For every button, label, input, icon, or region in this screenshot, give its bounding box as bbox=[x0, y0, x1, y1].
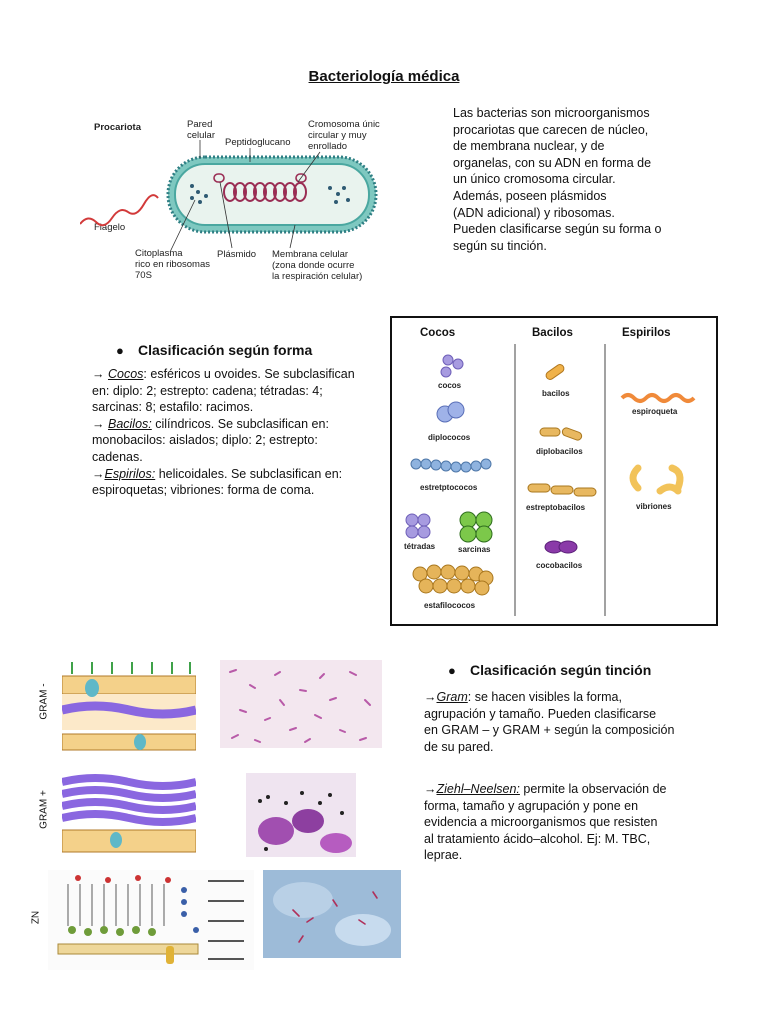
intro-line: Pueden clasificarse según su forma o bbox=[453, 222, 662, 237]
label-citoplasma-2: rico en ribosomas bbox=[135, 259, 210, 270]
zn-term: Ziehl–Neelsen: bbox=[436, 782, 520, 796]
label-pared-1: Pared bbox=[187, 119, 212, 130]
tincion-heading-text: Clasificación según tinción bbox=[470, 662, 652, 678]
zn-line: evidencia a microorganismos que resisten bbox=[424, 815, 658, 830]
zn-label-box: ZN bbox=[26, 880, 46, 960]
label-diplobacilos: diplobacilos bbox=[536, 447, 583, 456]
zn-line: al tratamiento ácido–alcohol. Ej: M. TBC… bbox=[424, 831, 651, 846]
cocos-line: sarcinas: 8; estafilo: racimos. bbox=[92, 400, 254, 415]
bacteria-shapes-figure: Cocos Bacilos Espirilos cocos diplococos… bbox=[390, 316, 718, 626]
gram-negative-micrograph bbox=[220, 660, 382, 748]
label-membrana-1: Membrana celular bbox=[272, 249, 348, 260]
label-espiroqueta: espiroqueta bbox=[632, 407, 678, 416]
espirilos-line: espiroquetas; vibriones: forma de coma. bbox=[92, 483, 315, 498]
flagellum-shape bbox=[80, 194, 159, 227]
gram-line: de su pared. bbox=[424, 739, 494, 754]
label-citoplasma-3: 70S bbox=[135, 270, 152, 281]
label-tetradas: tétradas bbox=[404, 542, 436, 551]
intro-line: (ADN adicional) y ribosomas. bbox=[453, 205, 615, 220]
label-cromosoma-3: enrollado bbox=[308, 141, 347, 152]
gram-line: agrupación y tamaño. Pueden clasificarse bbox=[424, 706, 657, 721]
espirilos-line: →Espirilos: helicoidales. Se subclasific… bbox=[92, 466, 343, 481]
intro-line: organelas, con su ADN en forma de bbox=[453, 155, 652, 170]
bullet-icon: ● bbox=[448, 663, 456, 678]
label-plasmido: Plásmido bbox=[217, 249, 256, 260]
espirilos-term: Espirilos: bbox=[104, 466, 156, 481]
intro-line: Las bacterias son microorganismos bbox=[453, 106, 650, 120]
zn-line: →Ziehl–Neelsen: permite la observación d… bbox=[424, 782, 667, 796]
plasmid-shape bbox=[295, 173, 307, 183]
zn-line: forma, tamaño y agrupación y pone en bbox=[424, 798, 639, 813]
gram-neg-label-box: GRAM - bbox=[34, 660, 58, 750]
label-cocobacilos: cocobacilos bbox=[536, 561, 583, 570]
bullet-icon: ● bbox=[116, 343, 124, 358]
label-cromosoma-2: circular y muy bbox=[308, 130, 367, 141]
intro-line: procariotas que carecen de núcleo, bbox=[453, 122, 649, 137]
gram-line: →Gram: se hacen visibles la forma, bbox=[424, 690, 622, 704]
gram-negative-wall-diagram bbox=[62, 662, 196, 751]
ziehl-neelsen-micrograph bbox=[263, 870, 401, 958]
gram-neg-label: GRAM - bbox=[38, 683, 50, 720]
label-diplococos: diplococos bbox=[428, 433, 471, 442]
ziehl-neelsen-wall-diagram bbox=[48, 870, 254, 970]
label-vibriones: vibriones bbox=[636, 502, 672, 511]
forma-heading: ● Clasificación según forma bbox=[116, 342, 312, 358]
cocos-line: → Cocos: esféricos u ovoides. Se subclas… bbox=[92, 367, 355, 381]
gram-positive-micrograph bbox=[246, 773, 356, 857]
header-cocos: Cocos bbox=[420, 327, 455, 339]
gram-line: en GRAM – y GRAM + según la composición bbox=[424, 723, 675, 738]
header-bacilos: Bacilos bbox=[532, 327, 573, 339]
label-cromosoma-1: Cromosoma único, bbox=[308, 119, 380, 130]
forma-text: → Cocos: esféricos u ovoides. Se subclas… bbox=[92, 366, 382, 499]
label-cocos: cocos bbox=[438, 381, 462, 390]
intro-line: de membrana nuclear, y de bbox=[453, 139, 605, 154]
label-peptidoglucano: Peptidoglucano bbox=[225, 137, 291, 148]
cocos-term: Cocos bbox=[107, 367, 144, 381]
label-bacilos: bacilos bbox=[542, 389, 570, 398]
bacilos-line: monobacilos: aislados; diplo: 2; estrept… bbox=[92, 433, 318, 448]
label-membrana-3: la respiración celular) bbox=[272, 271, 362, 282]
label-sarcinas: sarcinas bbox=[458, 545, 491, 554]
header-espirilos: Espirilos bbox=[622, 327, 671, 339]
label-flagelo: Flagelo bbox=[94, 222, 125, 233]
label-estreptococos: estretptococos bbox=[420, 483, 478, 492]
intro-line: Además, poseen plásmidos bbox=[453, 188, 607, 203]
prokaryote-diagram: Procariota Pared celular Peptidoglucano … bbox=[80, 119, 380, 282]
label-pared-2: celular bbox=[187, 130, 215, 141]
bacilos-line: cadenas. bbox=[92, 449, 143, 464]
bacilos-line: → Bacilos: cilíndricos. Se subclasifican… bbox=[92, 416, 329, 431]
gram-pos-label-box: GRAM + bbox=[34, 768, 58, 858]
label-estafilococos: estafilococos bbox=[424, 601, 476, 610]
diagram-heading: Procariota bbox=[94, 122, 142, 133]
ribosomes-shape bbox=[190, 184, 350, 204]
gram-positive-wall-diagram bbox=[62, 774, 196, 853]
intro-line: según su tinción. bbox=[453, 238, 547, 253]
bacilos-term: Bacilos: bbox=[107, 416, 152, 431]
label-citoplasma-1: Citoplasma bbox=[135, 248, 183, 259]
zn-text: →Ziehl–Neelsen: permite la observación d… bbox=[424, 781, 724, 864]
page-title: Bacteriología médica bbox=[308, 68, 460, 85]
label-membrana-2: (zona donde ocurre bbox=[272, 260, 354, 271]
intro-line: un único cromosoma circular. bbox=[453, 172, 616, 187]
cocos-line: en: diplo: 2; estrepto: cadena; tétradas… bbox=[92, 383, 323, 398]
tincion-heading: ● Clasificación según tinción bbox=[448, 662, 651, 678]
gram-term: Gram bbox=[436, 690, 468, 704]
gram-pos-label: GRAM + bbox=[38, 790, 50, 829]
zn-line: leprae. bbox=[424, 848, 463, 863]
forma-heading-text: Clasificación según forma bbox=[138, 342, 313, 358]
chromosome-shape bbox=[223, 182, 307, 202]
plasmid-shape bbox=[213, 173, 225, 183]
gram-text: →Gram: se hacen visibles la forma, agrup… bbox=[424, 689, 724, 755]
intro-text: Las bacterias son microorganismos procar… bbox=[453, 105, 743, 254]
label-estreptobacilos: estreptobacilos bbox=[526, 503, 586, 512]
zn-label: ZN bbox=[30, 910, 42, 925]
